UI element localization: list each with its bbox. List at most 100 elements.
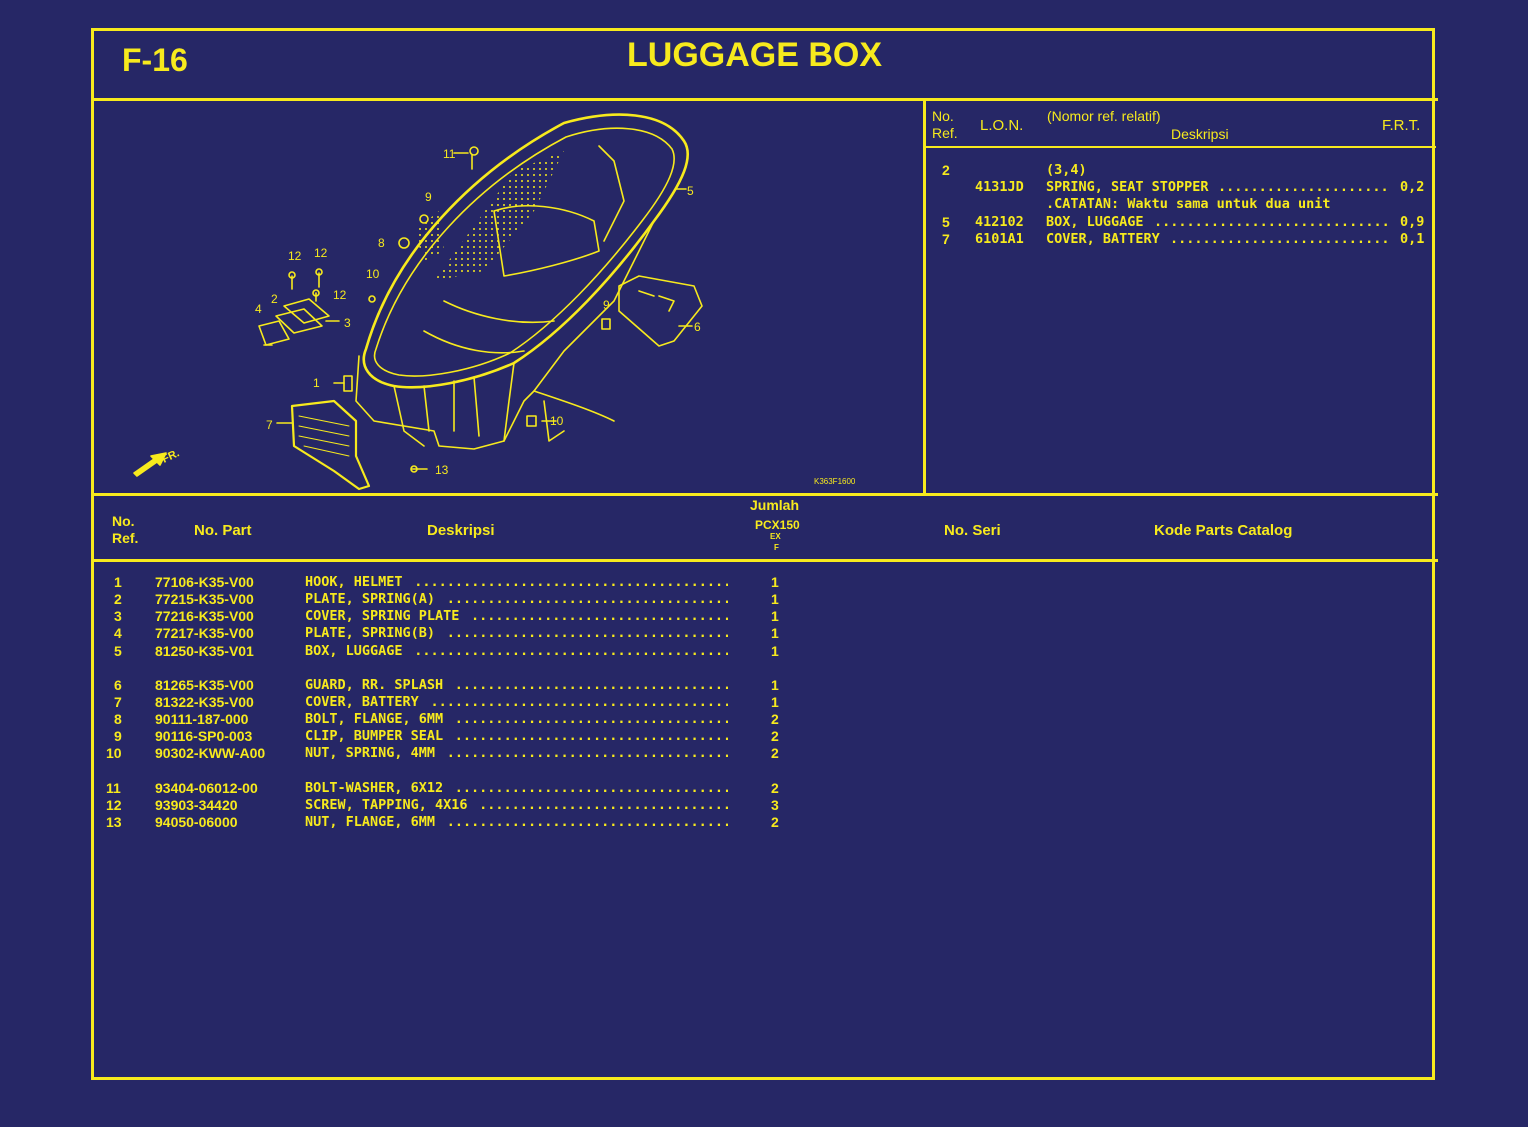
lon-header-note: (Nomor ref. relatif) xyxy=(1047,108,1161,124)
row-ref: 6 xyxy=(114,677,122,693)
lon-row: 2 (3,4) xyxy=(928,162,1433,179)
row-ref: 11 xyxy=(106,780,121,796)
row-quantity: 1 xyxy=(771,625,779,641)
lon-row-lon: 4131JD xyxy=(975,179,1024,195)
callout-1: 1 xyxy=(313,376,320,390)
row-quantity: 2 xyxy=(771,745,779,761)
parts-header-desc: Deskripsi xyxy=(427,522,495,539)
lon-row-frt: 0,1 xyxy=(1400,231,1425,247)
row-quantity: 1 xyxy=(771,643,779,659)
row-ref: 10 xyxy=(106,745,122,761)
lon-row: 7 6101A1 COVER, BATTERY ................… xyxy=(928,231,1433,248)
callout-10-bottom: 10 xyxy=(550,414,564,428)
row-ref: 12 xyxy=(106,797,122,813)
lon-row-desc: BOX, LUGGAGE xyxy=(1046,214,1144,230)
lon-row-frt: 0,2 xyxy=(1400,179,1425,195)
leader-dots: ........................................… xyxy=(454,711,728,727)
row-quantity: 2 xyxy=(771,711,779,727)
lon-row-ref: 5 xyxy=(942,214,950,230)
row-quantity: 2 xyxy=(771,780,779,796)
row-ref: 7 xyxy=(114,694,122,710)
row-part-number: 93903-34420 xyxy=(155,797,238,813)
leader-dots: ........................................… xyxy=(1154,214,1390,230)
page-title: LUGGAGE BOX xyxy=(627,36,883,74)
row-description: CLIP, BUMPER SEAL xyxy=(305,728,444,744)
lon-row: 4131JD SPRING, SEAT STOPPER ............… xyxy=(928,179,1433,196)
callout-11: 11 xyxy=(443,147,456,161)
row-description: HOOK, HELMET xyxy=(305,574,403,590)
row-part-number: 90302-KWW-A00 xyxy=(155,745,266,761)
leader-dots: ........................................… xyxy=(414,643,728,659)
row-part-number: 77215-K35-V00 xyxy=(155,591,254,607)
leader-dots: ........................................… xyxy=(479,797,728,813)
lon-row: 5 412102 BOX, LUGGAGE ..................… xyxy=(928,214,1433,231)
row-ref: 2 xyxy=(114,591,122,607)
leader-dots: ........................................… xyxy=(430,694,729,710)
row-quantity: 1 xyxy=(771,694,779,710)
row-part-number: 81250-K35-V01 xyxy=(155,643,254,659)
leader-dots: ........................................… xyxy=(454,728,728,744)
row-ref: 4 xyxy=(114,625,122,641)
page-code: F-16 xyxy=(122,42,188,78)
callout-8: 8 xyxy=(378,236,385,250)
parts-header-type1: EX xyxy=(770,532,781,541)
callout-12-b: 12 xyxy=(314,246,328,260)
row-quantity: 1 xyxy=(771,677,779,693)
row-part-number: 90111-187-000 xyxy=(155,711,249,727)
row-quantity: 2 xyxy=(771,728,779,744)
parts-header-noref: No. Ref. xyxy=(112,513,139,546)
parts-header-noseri: No. Seri xyxy=(944,522,1001,539)
row-ref: 3 xyxy=(114,608,122,624)
callout-10-top: 10 xyxy=(366,267,380,281)
row-part-number: 81265-K35-V00 xyxy=(155,677,254,693)
direction-label: FR. xyxy=(160,447,181,465)
parts-header-catalog: Kode Parts Catalog xyxy=(1154,522,1293,539)
row-description: PLATE, SPRING(B) xyxy=(305,625,436,641)
callout-12-a: 12 xyxy=(288,249,302,263)
parts-header-jumlah: Jumlah xyxy=(750,497,800,513)
parts-header-type2: F xyxy=(774,543,779,552)
leader-dots: ........................................… xyxy=(471,608,728,624)
row-quantity: 1 xyxy=(771,591,779,607)
image-code: K363F1600 xyxy=(814,477,856,486)
row-part-number: 93404-06012-00 xyxy=(155,780,258,796)
lon-row-desc: SPRING, SEAT STOPPER xyxy=(1046,179,1209,195)
row-ref: 13 xyxy=(106,814,122,830)
parts-diagram: 11 9 8 10 12 12 12 2 3 4 1 7 13 5 9 6 10… xyxy=(94,101,923,493)
table-row: 2 77215-K35-V00 PLATE, SPRING(A)..........… xyxy=(0,591,800,608)
callout-3: 3 xyxy=(344,316,351,330)
diagram-bottom-rule xyxy=(91,493,1438,496)
leader-dots: ........................................… xyxy=(446,814,728,830)
leader-dots: ........................................… xyxy=(454,677,728,693)
row-description: NUT, FLANGE, 6MM xyxy=(305,814,436,830)
callout-4: 4 xyxy=(255,302,262,316)
lon-row-desc: (3,4) xyxy=(1046,162,1087,178)
leader-dots: ........................................… xyxy=(446,591,728,607)
row-description: PLATE, SPRING(A) xyxy=(305,591,436,607)
lon-row-lon: 6101A1 xyxy=(975,231,1024,247)
parts-header-rule xyxy=(91,559,1438,562)
lon-header-rule xyxy=(926,146,1436,148)
exploded-view-drawing: 11 9 8 10 12 12 12 2 3 4 1 7 13 5 9 6 10… xyxy=(133,113,856,491)
leader-dots: ........................................… xyxy=(414,574,728,590)
lon-header-noref: No. Ref. xyxy=(932,108,958,141)
callout-9-top: 9 xyxy=(425,190,432,204)
leader-dots: ........................................… xyxy=(1170,231,1390,247)
parts-header-nopart: No. Part xyxy=(194,522,252,539)
leader-dots: ........................................… xyxy=(446,625,728,641)
row-part-number: 77106-K35-V00 xyxy=(155,574,254,590)
lon-header-desc: Deskripsi xyxy=(1171,126,1229,142)
leader-dots: ........................................… xyxy=(446,745,728,761)
callout-13: 13 xyxy=(435,463,449,477)
callout-2: 2 xyxy=(271,292,278,306)
